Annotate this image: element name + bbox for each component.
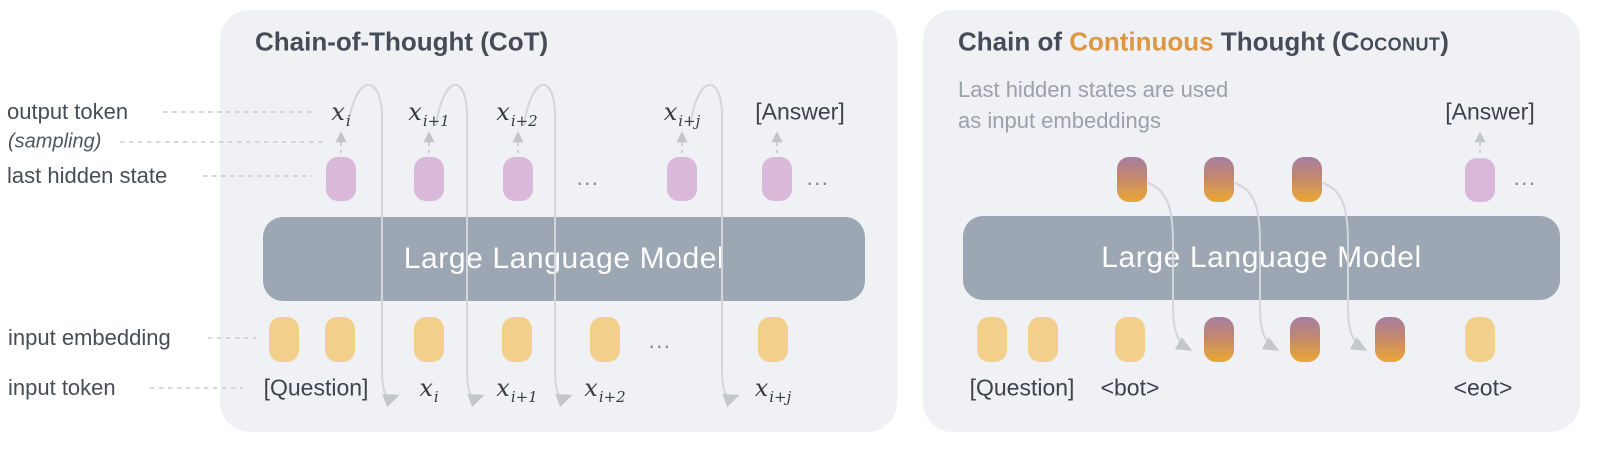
coconut-subtitle-line2: as input embeddings xyxy=(958,108,1162,133)
cot-hidden-state-box-4 xyxy=(667,157,697,201)
math-sub: i+2 xyxy=(598,388,626,406)
cot-output-token-1: xi xyxy=(331,98,350,129)
coconut-title-prefix: Chain of xyxy=(958,26,1070,57)
math-base: x xyxy=(663,98,678,126)
cot-input-token-1: xi xyxy=(419,374,438,405)
coconut-question-label: [Question] xyxy=(969,374,1075,401)
math-sub: i+2 xyxy=(510,112,538,130)
annotation-sampling: (sampling) xyxy=(8,130,102,153)
cot-question-label: [Question] xyxy=(263,374,369,401)
annotation-last-hidden-state: last hidden state xyxy=(7,163,168,188)
math-sub: i xyxy=(345,112,351,130)
coconut-llm-box: Large Language Model xyxy=(963,216,1560,300)
cot-llm-label: Large Language Model xyxy=(403,242,725,275)
cot-hidden-state-box-2 xyxy=(414,157,444,201)
coconut-title-highlight: Continuous xyxy=(1069,26,1214,57)
coconut-embedding-box-4 xyxy=(1465,317,1495,362)
cot-output-token-4: xi+j xyxy=(663,98,701,129)
coconut-thought-box-2 xyxy=(1204,157,1234,202)
coconut-embedding-box-1 xyxy=(977,317,1007,362)
coconut-hidden-state-box xyxy=(1465,158,1495,202)
cot-hidden-state-box-1 xyxy=(326,157,356,201)
cot-embedding-box-2 xyxy=(325,317,355,362)
math-base: x xyxy=(496,374,510,402)
coconut-thought-box-1 xyxy=(1117,157,1147,202)
math-base: x xyxy=(419,374,433,402)
annotation-input-embedding: input embedding xyxy=(8,325,171,350)
math-sub: i xyxy=(433,388,439,406)
coconut-eot-label: <eot> xyxy=(1453,374,1513,401)
cot-output-token-3: xi+2 xyxy=(496,98,537,129)
coconut-answer-label: [Answer] xyxy=(1445,98,1535,125)
cot-embedding-ellipsis: ... xyxy=(648,328,672,353)
cot-input-token-4: xi+j xyxy=(754,374,792,405)
annotation-output-token: output token xyxy=(7,99,129,124)
cot-embedding-box-3 xyxy=(414,317,444,362)
coconut-embedding-box-2 xyxy=(1028,317,1058,362)
coconut-embedding-box-3 xyxy=(1115,317,1145,362)
cot-llm-box: Large Language Model xyxy=(263,217,865,301)
coconut-llm-label: Large Language Model xyxy=(1101,241,1422,274)
cot-embedding-box-1 xyxy=(269,317,299,362)
math-base: x xyxy=(496,98,510,126)
math-base: x xyxy=(584,374,598,402)
cot-embedding-box-5 xyxy=(590,317,620,362)
cot-hidden-ellipsis-2: ... xyxy=(806,165,830,190)
cot-embedding-box-4 xyxy=(502,317,532,362)
math-base: x xyxy=(331,98,345,126)
annotation-input-token: input token xyxy=(8,375,116,400)
math-sub: i+1 xyxy=(422,112,450,130)
cot-hidden-state-box-3 xyxy=(503,157,533,201)
coconut-thought-input-box-2 xyxy=(1290,317,1320,362)
coconut-subtitle: Last hidden states are used as input emb… xyxy=(958,74,1228,136)
coconut-title-suffix: ) xyxy=(1440,26,1449,57)
math-sub: i+1 xyxy=(510,388,538,406)
math-base: x xyxy=(754,374,769,402)
math-sub: i+j xyxy=(769,388,792,406)
coconut-hidden-ellipsis: ... xyxy=(1513,165,1537,190)
cot-hidden-state-box-5 xyxy=(762,157,792,201)
cot-embedding-box-6 xyxy=(758,317,788,362)
coconut-subtitle-line1: Last hidden states are used xyxy=(958,77,1229,102)
coconut-thought-box-3 xyxy=(1292,157,1322,202)
coconut-thought-input-box-3 xyxy=(1375,317,1405,362)
cot-hidden-ellipsis-1: ... xyxy=(576,165,600,190)
cot-title: Chain-of-Thought (CoT) xyxy=(255,26,549,57)
cot-input-token-2: xi+1 xyxy=(496,374,537,405)
coconut-title-acronym: Coconut xyxy=(1340,26,1441,57)
cot-output-token-2: xi+1 xyxy=(408,98,449,129)
coconut-title: Chain of Continuous Thought (Coconut) xyxy=(958,27,1449,58)
coconut-thought-input-box-1 xyxy=(1204,317,1234,362)
coconut-title-mid: Thought ( xyxy=(1213,26,1341,57)
coconut-bot-label: <bot> xyxy=(1100,374,1160,401)
math-sub: i+j xyxy=(678,112,701,130)
cot-input-token-3: xi+2 xyxy=(584,374,625,405)
math-base: x xyxy=(408,98,422,126)
cot-answer-label: [Answer] xyxy=(755,98,845,125)
